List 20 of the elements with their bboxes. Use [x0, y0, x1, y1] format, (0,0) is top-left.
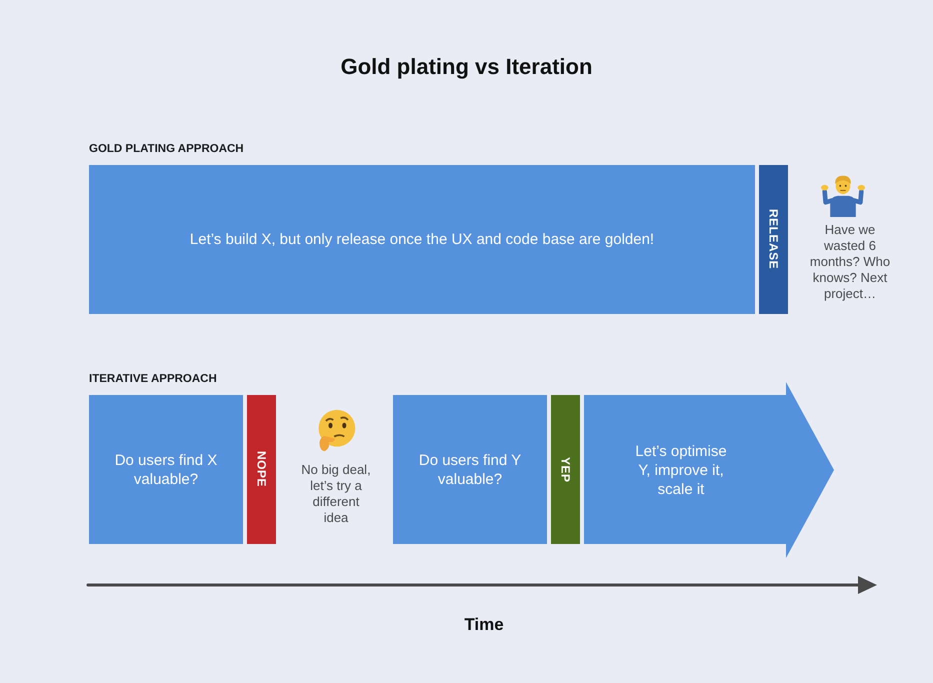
process-arrow — [584, 382, 834, 558]
status-text: RELEASE — [766, 209, 780, 270]
box-text: Do users find X valuable? — [114, 450, 218, 488]
note-text: Have we wasted 6 months? Who knows? Next project… — [808, 222, 892, 302]
box-text: Let’s build X, but only release once the UX and code base are golden! — [188, 230, 656, 249]
status-bar — [247, 395, 276, 544]
arrow-text: Let’s optimise Y, improve it, scale it — [634, 442, 728, 498]
status-bar — [759, 165, 788, 314]
section-heading: GOLD PLATING APPROACH — [89, 142, 244, 157]
section-heading: ITERATIVE APPROACH — [89, 372, 217, 387]
process-box — [89, 165, 755, 314]
status-text: NOPE — [254, 451, 268, 488]
status-bar — [551, 395, 580, 544]
note-text: No big deal, let’s try a different idea — [300, 462, 372, 526]
process-box — [393, 395, 547, 544]
axis-label: Time — [463, 615, 505, 635]
diagram-title: Gold plating vs Iteration — [340, 54, 594, 80]
process-box — [89, 395, 243, 544]
status-text: YEP — [558, 456, 572, 482]
box-text: Do users find Y valuable? — [418, 450, 522, 488]
